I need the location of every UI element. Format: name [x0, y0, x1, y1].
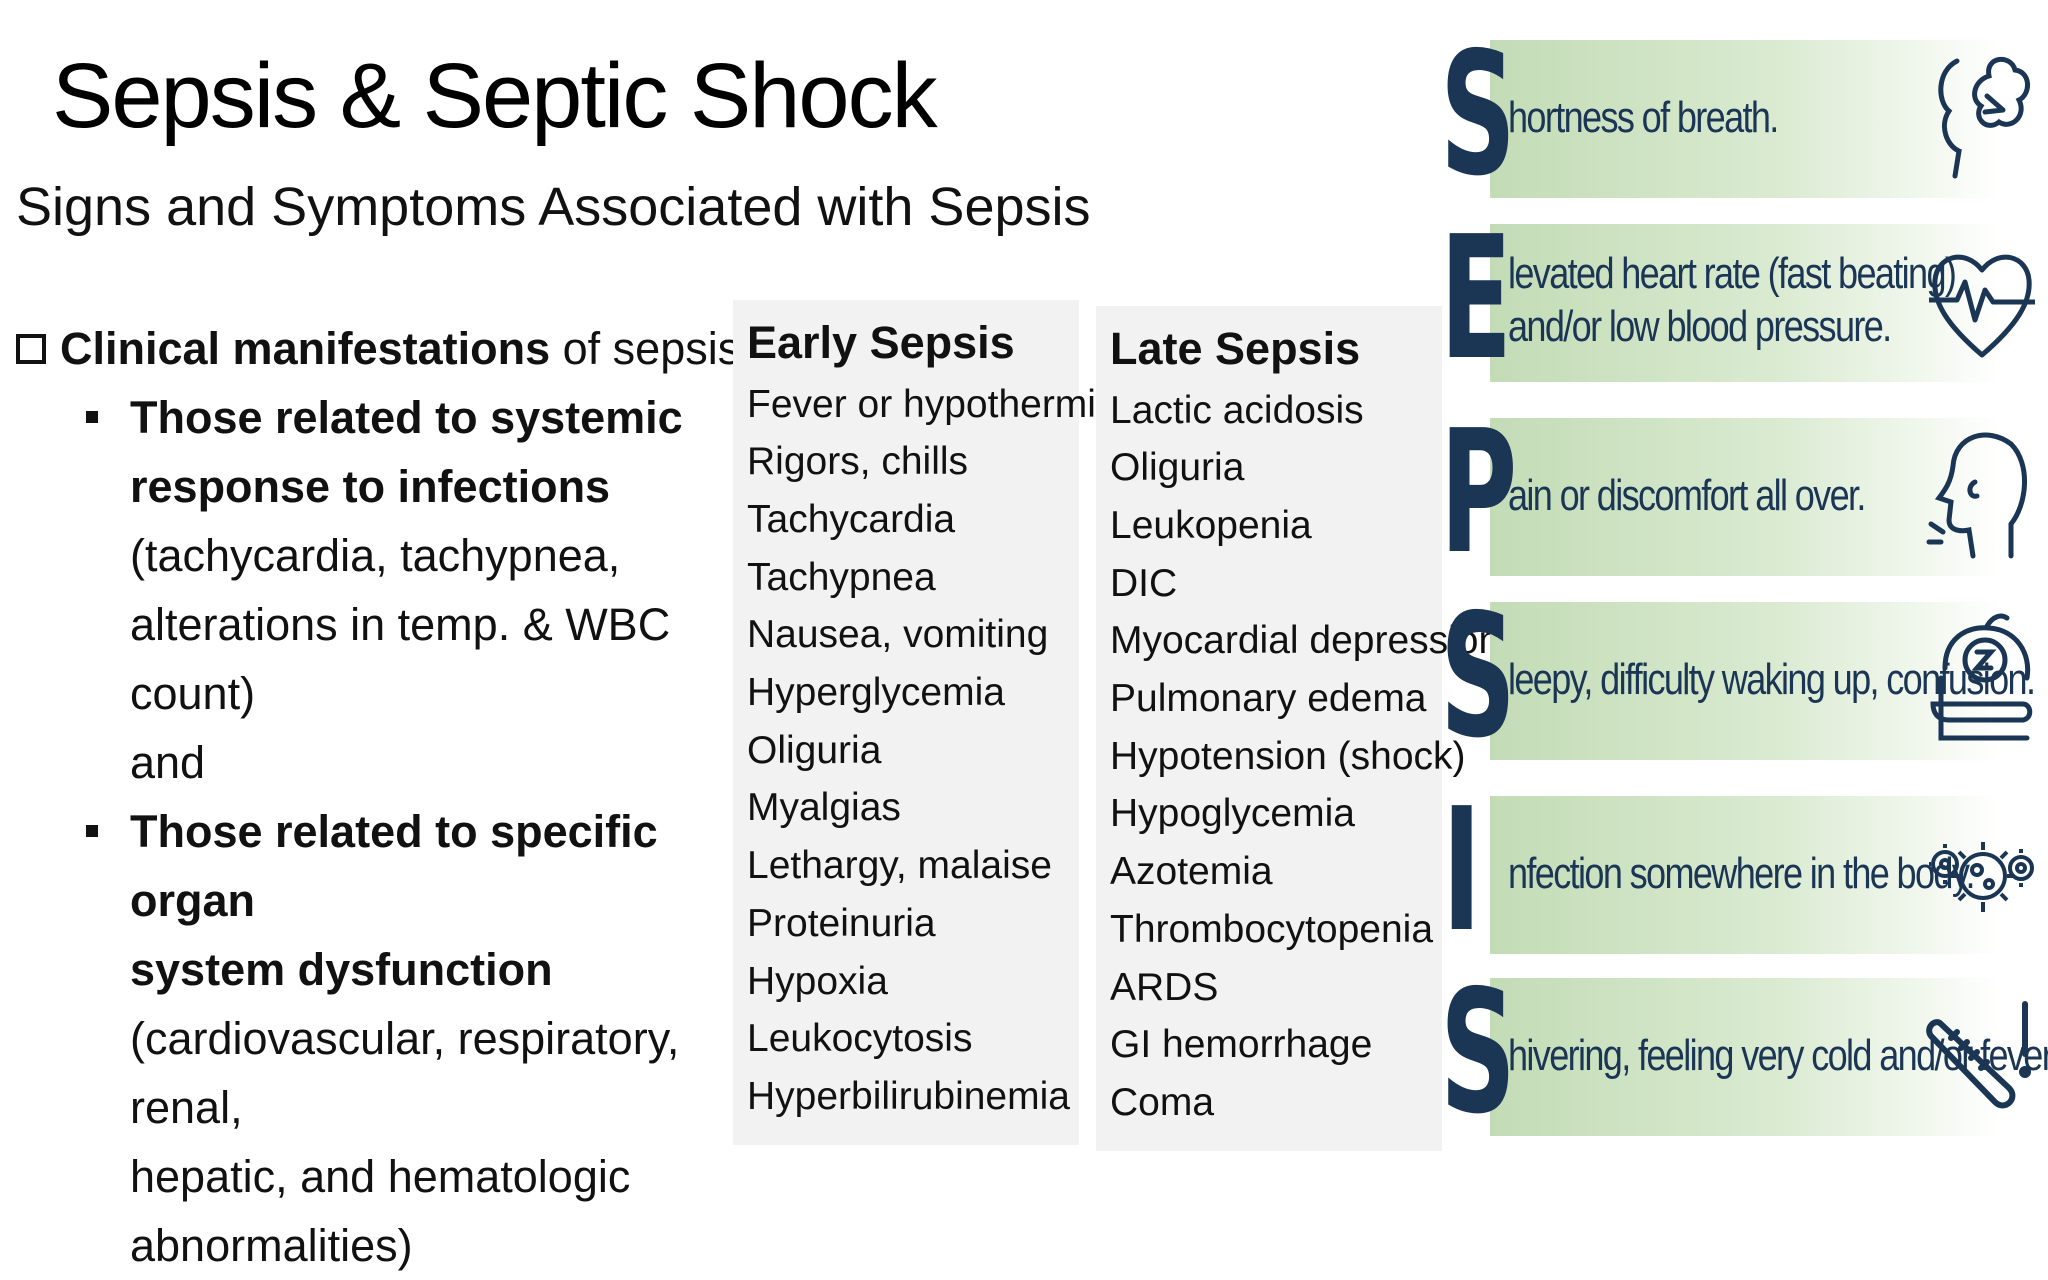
early-sepsis-item: Nausea, vomiting — [747, 613, 1049, 657]
sepsis-row-text: nfection somewhere in the body. — [1508, 848, 1976, 901]
sepsis-row-text: ain or discomfort all over. — [1508, 470, 1866, 523]
sepsis-row-text-line: hortness of breath. — [1508, 93, 1779, 142]
clinical-lead-rest: of sepsis: — [562, 323, 753, 374]
sepsis-row-band — [1490, 796, 1998, 954]
early-sepsis-item: Lethargy, malaise — [747, 844, 1052, 888]
bullet-text-line: hepatic, and hematologic — [130, 1151, 631, 1202]
sepsis-row-text-line: ain or discomfort all over. — [1508, 471, 1866, 520]
sepsis-row-band — [1490, 40, 1998, 198]
early-sepsis-item: Fever or hypothermia — [747, 382, 1118, 426]
bullet-text-line: abnormalities) — [130, 1220, 413, 1271]
bullet-bold-line: response to infections — [130, 461, 611, 512]
early-sepsis-item: Hypoxia — [747, 959, 888, 1003]
square-bullet-icon — [86, 411, 98, 423]
late-sepsis-item: Myocardial depression — [1110, 619, 1501, 663]
late-sepsis-item: ARDS — [1110, 965, 1219, 1009]
thermometer-icon — [1926, 984, 2038, 1124]
bullet-text-line: and — [130, 737, 206, 788]
bullet-bold-line: system dysfunction — [130, 944, 553, 995]
sepsis-letter: S — [1440, 16, 1516, 214]
sepsis-row-text: levated heart rate (fast beating)and/or … — [1508, 248, 1957, 354]
sepsis-letter: E — [1440, 200, 1513, 398]
clinical-manifestations: Clinical manifestations of sepsis: Those… — [16, 314, 753, 1280]
bullet-text-line: (cardiovascular, respiratory, renal, — [130, 1013, 680, 1133]
sepsis-row-band — [1490, 224, 1998, 382]
early-sepsis-item: Tachycardia — [747, 497, 956, 541]
late-sepsis-item: DIC — [1110, 561, 1178, 605]
late-sepsis-item: Hypotension (shock) — [1110, 734, 1466, 778]
clinical-lead: Clinical manifestations of sepsis: — [16, 314, 753, 383]
early-sepsis-item: Rigors, chills — [747, 440, 969, 484]
bullet-bold-line: Those related to systemic — [130, 392, 683, 443]
sepsis-row-band — [1490, 978, 1998, 1136]
sepsis-row-text-line: levated heart rate (fast beating) — [1508, 249, 1957, 298]
sepsis-row-text: hortness of breath. — [1508, 92, 1779, 145]
early-sepsis-item: Hyperbilirubinemia — [747, 1074, 1070, 1118]
page-subtitle: Signs and Symptoms Associated with Sepsi… — [16, 177, 1091, 237]
pain-head-icon — [1926, 424, 2038, 564]
early-sepsis-item: Hyperglycemia — [747, 671, 1005, 715]
early-sepsis-item: Leukocytosis — [747, 1017, 973, 1061]
germs-icon — [1926, 802, 2038, 942]
early-sepsis-item: Proteinuria — [747, 901, 936, 945]
sepsis-row-text: leepy, difficulty waking up, confusion. — [1508, 654, 2036, 707]
sepsis-letter: S — [1440, 578, 1516, 776]
sepsis-row-text-line: nfection somewhere in the body. — [1508, 849, 1976, 898]
late-sepsis-item: GI hemorrhage — [1110, 1023, 1373, 1067]
clinical-lead-bold: Clinical manifestations — [60, 323, 551, 374]
late-sepsis-item: Thrombocytopenia — [1110, 907, 1434, 951]
early-sepsis-item: Myalgias — [747, 786, 901, 830]
clinical-bullet-item: Those related to systemic response to in… — [16, 383, 736, 797]
heart-icon — [1926, 230, 2038, 370]
late-sepsis-item: Leukopenia — [1110, 503, 1312, 547]
sleepy-icon — [1926, 608, 2038, 748]
early-sepsis-heading: Early Sepsis — [747, 317, 1015, 368]
bullet-text-line: alterations in temp. & WBC count) — [130, 599, 671, 719]
sepsis-letter: P — [1440, 394, 1518, 592]
late-sepsis-item: Oliguria — [1110, 446, 1245, 490]
late-sepsis-item: Azotemia — [1110, 850, 1273, 894]
late-sepsis-heading: Late Sepsis — [1110, 323, 1361, 374]
sepsis-letter: S — [1440, 954, 1516, 1152]
early-sepsis-item: Oliguria — [747, 728, 882, 772]
sepsis-letter: I — [1442, 772, 1482, 970]
sepsis-row-band — [1490, 602, 1998, 760]
late-sepsis-item: Hypoglycemia — [1110, 792, 1355, 836]
sepsis-row-text-line: and/or low blood pressure. — [1508, 301, 1892, 351]
page-title: Sepsis & Septic Shock — [52, 45, 938, 147]
clinical-bullet-item: Those related to specific organ system d… — [16, 797, 736, 1280]
early-sepsis-item: Tachypnea — [747, 555, 936, 599]
bullet-text-line: (tachycardia, tachypnea, — [130, 530, 621, 581]
late-sepsis-item: Pulmonary edema — [1110, 677, 1427, 721]
late-sepsis-item: Lactic acidosis — [1110, 388, 1364, 432]
square-bullet-icon — [86, 825, 98, 837]
checkbox-bullet-icon — [16, 333, 46, 364]
sepsis-row-text-line: leepy, difficulty waking up, confusion. — [1508, 655, 2036, 704]
clinical-bullets: Those related to systemic response to in… — [16, 383, 736, 1280]
breath-icon — [1926, 46, 2038, 186]
sepsis-row-band — [1490, 418, 1998, 576]
late-sepsis-item: Coma — [1110, 1080, 1215, 1124]
bullet-bold-line: Those related to specific organ — [130, 806, 658, 926]
